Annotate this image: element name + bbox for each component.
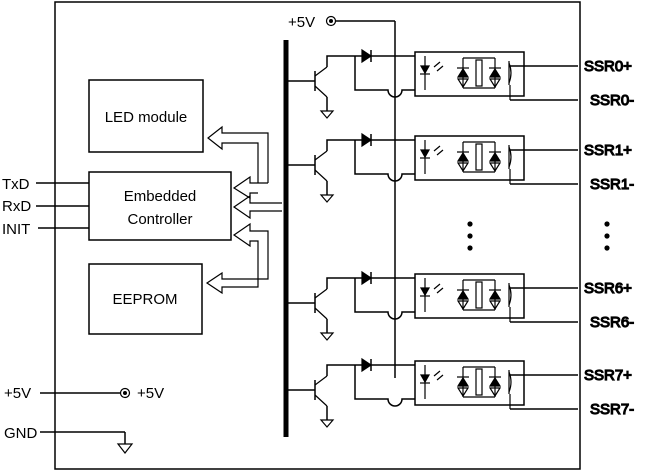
eeprom-label: EEPROM (112, 291, 177, 308)
ellipsis-middle (467, 221, 473, 251)
left-5v-terminal (119, 387, 131, 399)
ssr-minus-label: SSR7- (590, 401, 634, 418)
ssr-minus-label: SSR1- (590, 176, 634, 193)
controller-label-line1: Embedded (124, 188, 197, 205)
init-label: INIT (2, 221, 30, 238)
ssr-channel: SSR6+ SSR6- (288, 270, 635, 341)
led-module-block (88, 79, 204, 153)
ssr-plus-label: SSR1+ (584, 142, 632, 159)
controller-label-line2: Controller (127, 211, 192, 228)
top-5v-label: +5V (288, 14, 315, 31)
ssr-plus-label: SSR0+ (584, 58, 632, 75)
ssr-plus-label: SSR6+ (584, 280, 632, 297)
ssr-minus-label: SSR6- (590, 314, 634, 331)
mid-5v-label: +5V (137, 385, 164, 402)
ground-symbol (116, 443, 134, 454)
ssr-channel: SSR0+ SSR0- (288, 48, 635, 119)
module-outline (54, 1, 581, 470)
eeprom-block (88, 263, 203, 335)
led-module-label: LED module (105, 109, 188, 126)
ssr-channel: SSR7+ SSR7- (288, 357, 635, 428)
top-5v-terminal (325, 15, 337, 27)
ellipsis-right (604, 221, 610, 251)
ssr-minus-label: SSR0- (590, 92, 634, 109)
bus-arrows (205, 125, 282, 295)
rxd-label: RxD (2, 198, 31, 215)
txd-label: TxD (2, 176, 30, 193)
gnd-label: GND (4, 425, 38, 442)
embedded-controller-block (88, 171, 232, 241)
ssr-channel: SSR1+ SSR1- (288, 132, 635, 203)
left-5v-label: +5V (4, 385, 31, 402)
ssr-plus-label: SSR7+ (584, 367, 632, 384)
